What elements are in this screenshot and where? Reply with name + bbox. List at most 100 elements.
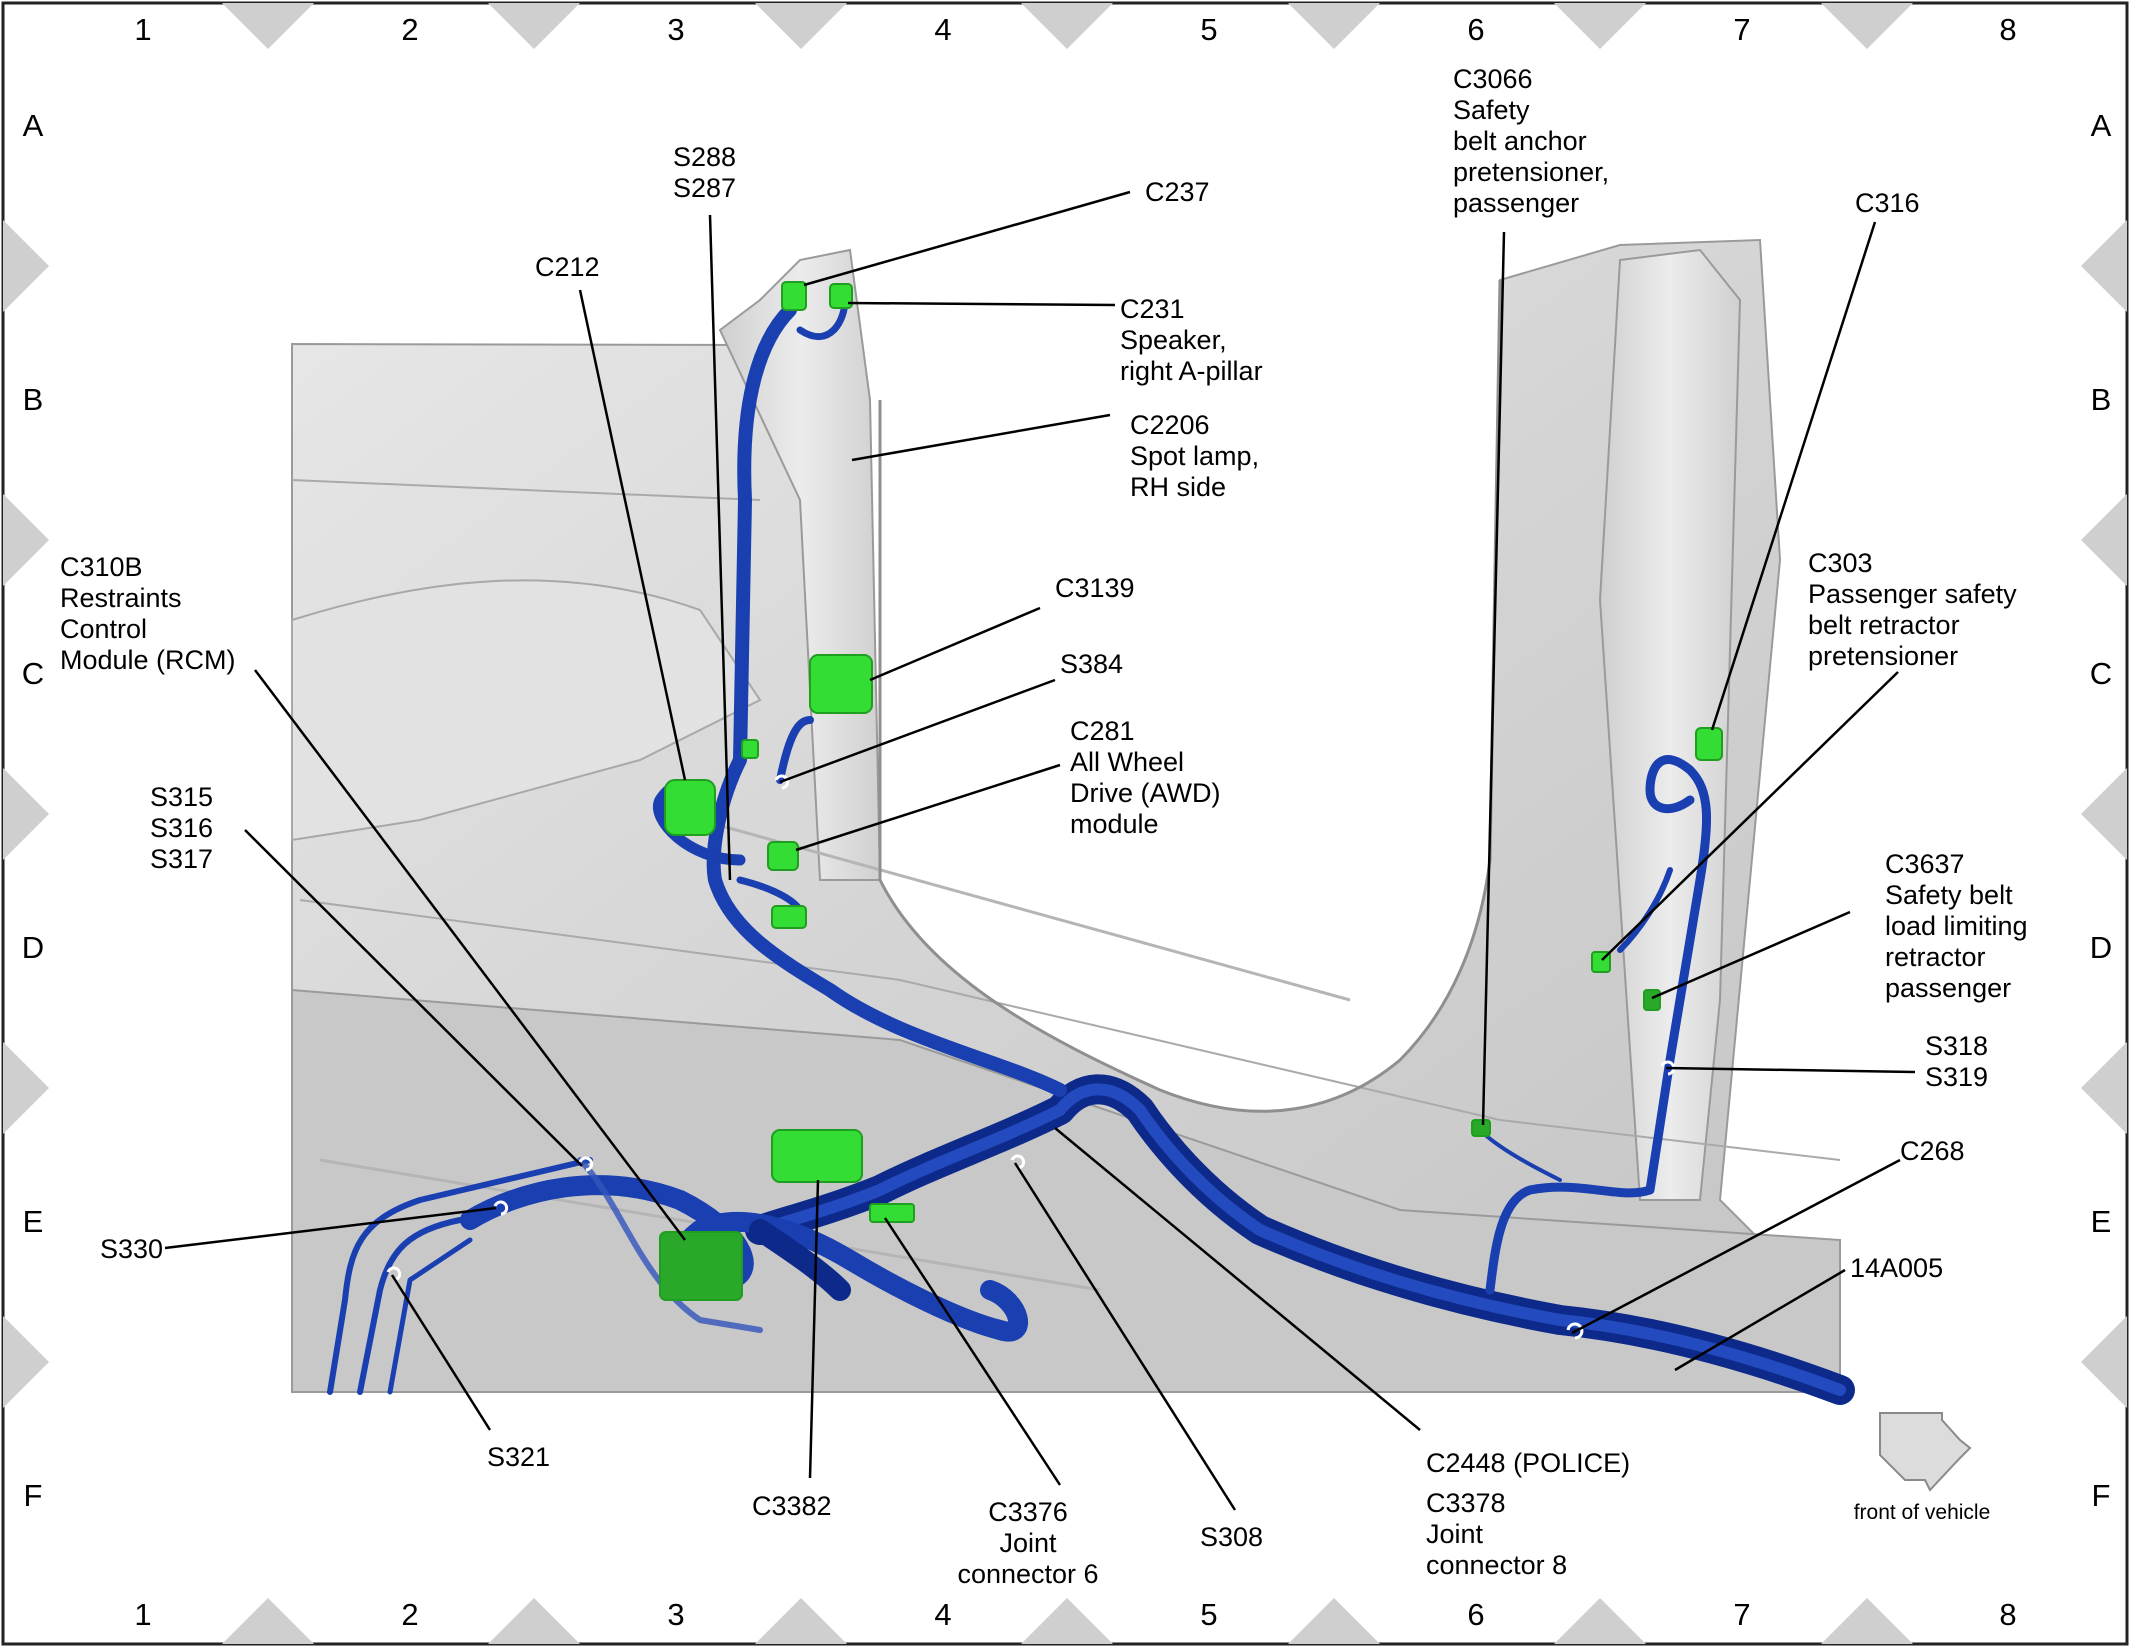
grid-column-label-top: 2: [401, 12, 418, 47]
label-c237-line: C237: [1145, 177, 1210, 207]
label-c3637-line: Safety belt: [1885, 880, 2013, 910]
leader-c212: [578, 289, 687, 781]
label-c3066-line: passenger: [1453, 188, 1579, 218]
grid-column-label-bottom: 1: [134, 1597, 151, 1632]
connector-rcm: [659, 1231, 743, 1301]
label-c310b-line: Control: [60, 614, 147, 644]
grid-column-label-bottom: 2: [401, 1597, 418, 1632]
leader-s321: [390, 1274, 492, 1431]
grid-column-label-bottom: 4: [934, 1597, 951, 1632]
grid-column-label-top: 4: [934, 12, 951, 47]
label-c281-line: All Wheel: [1070, 747, 1184, 777]
leader-c310b: [254, 669, 686, 1241]
label-c3066-line: C3066: [1453, 64, 1533, 94]
leader-c231: [847, 301, 1116, 307]
door-opening-edge: [878, 279, 1502, 1113]
left-wire-2: [357, 1217, 463, 1395]
grid-row-label-right: C: [2090, 656, 2112, 691]
leader-s308: [1013, 1162, 1237, 1511]
label-front-line: front of vehicle: [1854, 1501, 1991, 1524]
label-c3139-line: C3139: [1055, 573, 1135, 603]
connector-s384-block: [741, 739, 759, 759]
leader-s288: [708, 214, 732, 881]
connector-c281-b: [771, 905, 807, 929]
label-c212-line: C212: [535, 252, 600, 282]
label-s315-line: S316: [150, 813, 213, 843]
label-c2448-line: C2448 (POLICE): [1426, 1448, 1630, 1478]
leader-c237: [803, 190, 1131, 287]
label-c281-line: module: [1070, 809, 1159, 839]
label-s321-line: S321: [487, 1442, 550, 1472]
grid-row-label-right: A: [2091, 108, 2112, 143]
left-wire-4: [577, 1157, 763, 1333]
label-s315-line: S317: [150, 844, 213, 874]
connector-c3066: [1471, 1119, 1491, 1137]
label-c3376-line: Joint: [999, 1528, 1057, 1558]
left-wire-3: [387, 1237, 473, 1395]
grid-column-label-bottom: 7: [1733, 1597, 1750, 1632]
splice-s308: [1010, 1154, 1026, 1170]
label-c3378-line: C3378: [1426, 1488, 1506, 1518]
grid-column-label-bottom: 6: [1467, 1597, 1484, 1632]
label-c303-line: belt retractor: [1808, 610, 1960, 640]
splice-s321: [386, 1266, 402, 1282]
grid-row-label-right: F: [2092, 1478, 2111, 1513]
leader-14a005: [1674, 1268, 1846, 1372]
grid-column-label-bottom: 5: [1200, 1597, 1217, 1632]
leader-s315: [244, 829, 583, 1167]
label-c3637-line: load limiting: [1885, 911, 2028, 941]
grid-column-label-top: 6: [1467, 12, 1484, 47]
leader-c303: [1601, 671, 1899, 961]
leader-s318: [1665, 1066, 1916, 1074]
label-c3066-line: belt anchor: [1453, 126, 1587, 156]
leader-s384: [779, 678, 1056, 784]
grid-column-label-top: 1: [134, 12, 151, 47]
leader-c268: [1571, 1158, 1901, 1335]
label-c3376-line: C3376: [988, 1497, 1068, 1527]
leader-c3382: [808, 1179, 820, 1479]
label-c3066-line: pretensioner,: [1453, 157, 1609, 187]
label-a14005-line: 14A005: [1850, 1253, 1943, 1283]
splice-s315: [578, 1156, 594, 1172]
grid-column-label-top: 3: [667, 12, 684, 47]
connector-c237: [781, 281, 807, 311]
label-c231-line: C231: [1120, 294, 1185, 324]
panel-crease: [291, 479, 1841, 1161]
connector-c3637: [1643, 989, 1661, 1011]
grid-column-label-top: 8: [1999, 12, 2016, 47]
label-c303-line: pretensioner: [1808, 641, 1958, 671]
grid-row-label-left: D: [22, 930, 44, 965]
label-c281-line: C281: [1070, 716, 1135, 746]
s384-branch-harness: [776, 716, 814, 784]
label-c316-line: C316: [1855, 188, 1920, 218]
grid-marker-diamonds: [3, 3, 2127, 1644]
label-c303-line: C303: [1808, 548, 1873, 578]
grid-row-label-left: F: [24, 1478, 43, 1513]
leader-c2206: [851, 413, 1111, 462]
left-wire-1: [327, 1157, 593, 1395]
leader-c2448: [1054, 1127, 1421, 1431]
grid-column-label-top: 5: [1200, 12, 1217, 47]
label-c2206-line: Spot lamp,: [1130, 441, 1259, 471]
label-c3378-line: connector 8: [1426, 1550, 1567, 1580]
label-c2206-line: C2206: [1130, 410, 1210, 440]
grid-row-label-left: A: [23, 108, 44, 143]
label-s315-line: S315: [150, 782, 213, 812]
label-c3637-line: C3637: [1885, 849, 1965, 879]
label-s330-line: S330: [100, 1234, 163, 1264]
leader-c3139: [869, 606, 1041, 682]
label-c3378-line: Joint: [1426, 1519, 1484, 1549]
a-pillar: [718, 248, 882, 881]
connector-c3382: [771, 1129, 863, 1183]
b-pillar-harness: [1485, 755, 1711, 1295]
leader-c3637: [1651, 910, 1851, 1000]
connector-c3139: [809, 654, 873, 714]
label-c2206-line: RH side: [1130, 472, 1226, 502]
label-c231-line: right A-pillar: [1120, 356, 1263, 386]
grid-row-label-right: E: [2091, 1204, 2112, 1239]
grid-row-label-left: E: [23, 1204, 44, 1239]
leader-c3066: [1481, 231, 1506, 1126]
